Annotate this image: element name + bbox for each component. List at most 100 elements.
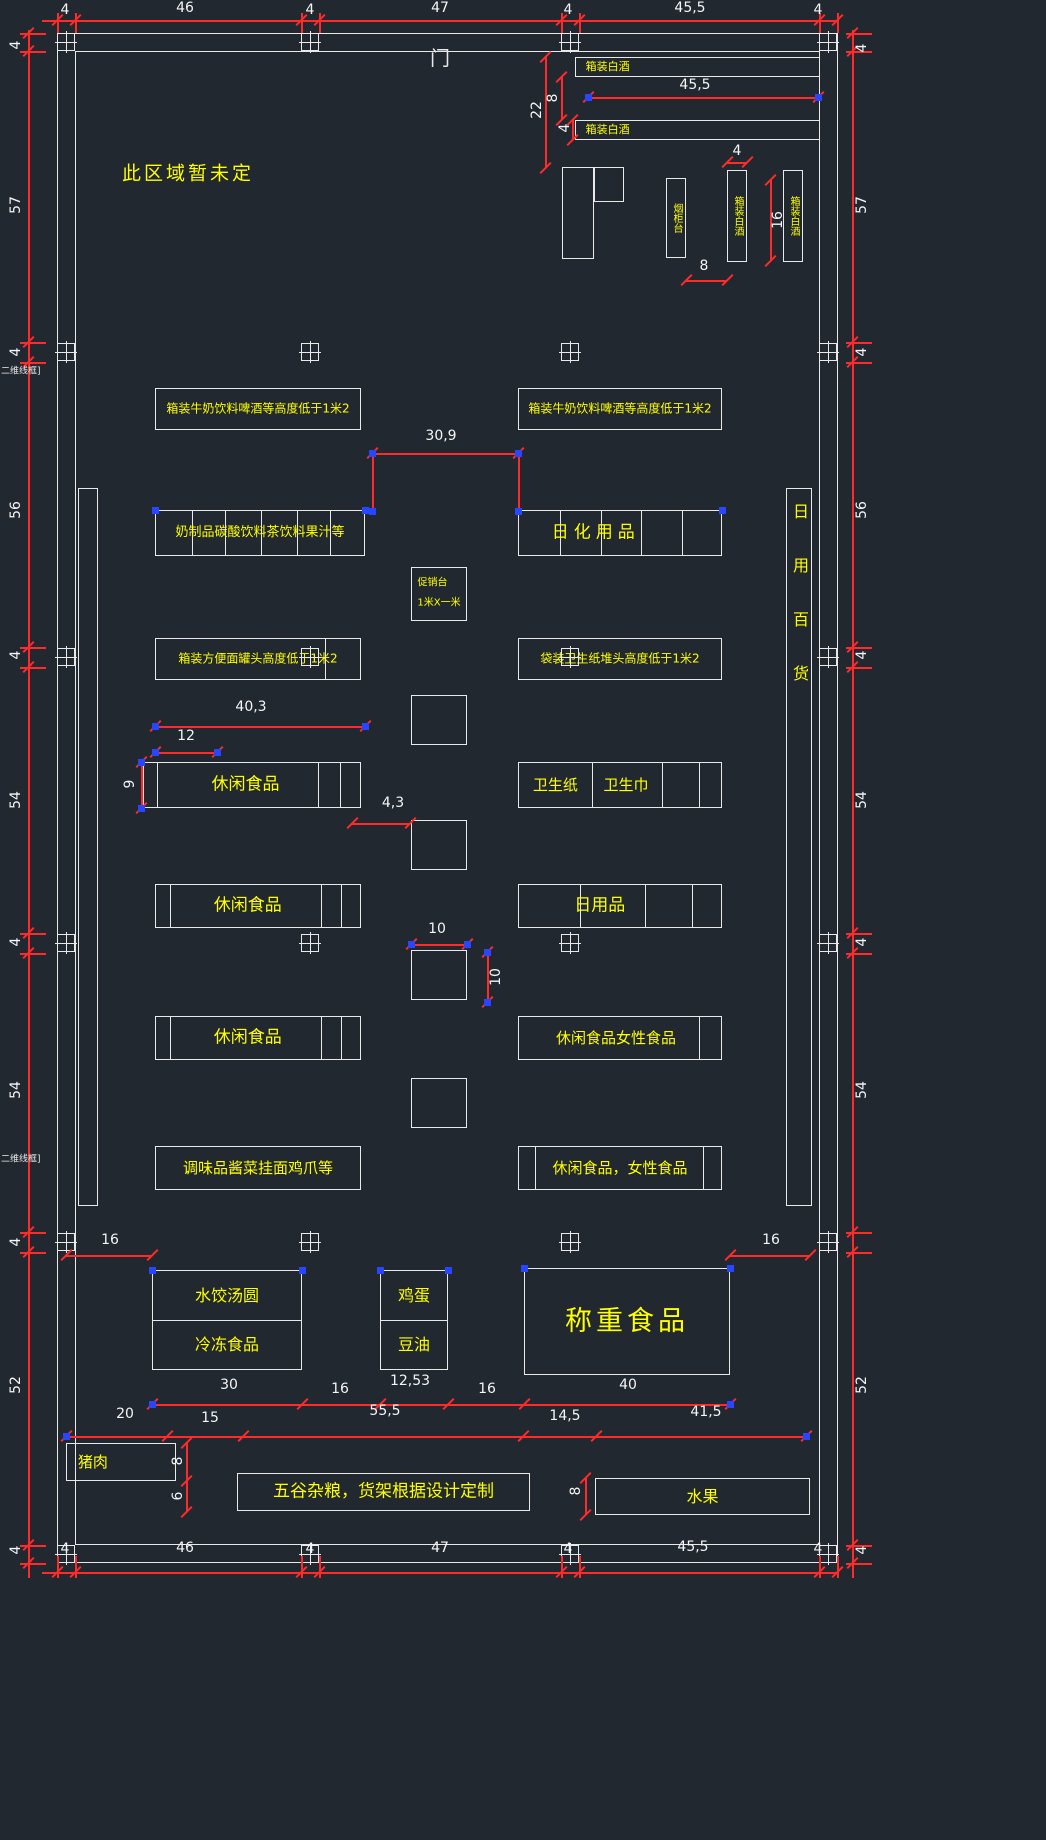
column-marker — [559, 31, 581, 53]
dimension-text: 16 — [770, 211, 786, 229]
dimension-text: 30 — [220, 1377, 238, 1393]
column-cross-line — [55, 657, 77, 658]
dimension-text: 54 — [854, 791, 870, 809]
shelf-daily-chemicals-divider — [641, 511, 642, 555]
island-table-2 — [411, 820, 467, 870]
grip-point — [138, 805, 145, 812]
egg-oil-stand-label: 鸡蛋 — [397, 1286, 431, 1306]
column-cross-line — [299, 1554, 321, 1555]
dimension-line — [20, 1252, 46, 1254]
grip-point — [63, 1433, 70, 1440]
liquor-rack-1: 箱装白酒 — [727, 170, 747, 262]
shelf-snacks-3-divider — [341, 1017, 342, 1059]
dimension-line — [727, 162, 747, 164]
freezer-dumplings-label: 水饺汤圆 — [194, 1286, 260, 1306]
column-cross-line — [559, 352, 581, 353]
dimension-line — [66, 1436, 806, 1438]
column-marker — [299, 31, 321, 53]
dimension-text: 15 — [201, 1410, 219, 1426]
egg-oil-stand-divider — [381, 1320, 447, 1321]
dimension-text: 55,5 — [369, 1403, 401, 1419]
column-cross-line — [817, 352, 839, 353]
dimension-line — [518, 453, 520, 511]
dimension-line — [20, 953, 46, 955]
shelf-snacks-2-label: 休闲食品 — [213, 895, 282, 916]
dimension-line — [319, 13, 321, 33]
dimension-line — [152, 1404, 730, 1406]
dimension-line — [20, 362, 46, 364]
dimension-text: 22 — [529, 101, 545, 119]
freezer-dumplings-divider — [153, 1320, 301, 1321]
column-cross-line — [817, 943, 839, 944]
shelf-snacks-womens-2-label: 休闲食品，女性食品 — [552, 1158, 688, 1177]
dimension-text: 47 — [431, 1540, 449, 1556]
dimension-text: 8 — [170, 1456, 186, 1466]
column-marker — [559, 341, 581, 363]
grip-point — [408, 941, 415, 948]
dimension-text: 45,5 — [677, 1539, 709, 1555]
dimension-text: 54 — [8, 1081, 24, 1099]
column-cross-line — [817, 1242, 839, 1243]
column-marker — [55, 1543, 77, 1565]
shelf-snacks-womens-2-divider — [535, 1147, 536, 1189]
shelf-dairy-drinks-divider — [192, 511, 193, 555]
dimension-line — [730, 1255, 810, 1257]
dimension-line — [57, 13, 59, 33]
shelf-snacks-3-divider — [170, 1017, 171, 1059]
dimension-line — [75, 13, 77, 33]
dimension-line — [42, 1572, 838, 1574]
shelf-daily-goods-divider — [692, 885, 693, 927]
dimension-text: 4 — [8, 40, 24, 50]
grip-point — [484, 999, 491, 1006]
shelf-boxed-milk-beer-right: 箱装牛奶饮料啤酒等高度低于1米2 — [518, 388, 722, 430]
dimension-line — [20, 1545, 46, 1547]
promo-table-label: 促销台 — [417, 577, 448, 589]
column-marker — [817, 1543, 839, 1565]
column-cross-line — [299, 943, 321, 944]
grains-custom-shelf-label: 五谷杂粮，货架根据设计定制 — [273, 1481, 494, 1502]
grip-point — [464, 941, 471, 948]
column-cross-line — [55, 42, 77, 43]
grip-point — [484, 949, 491, 956]
dimension-line — [301, 13, 303, 33]
grip-point — [369, 508, 376, 515]
dimension-text: 4 — [60, 2, 70, 18]
column-marker — [559, 1543, 581, 1565]
dimension-line — [846, 51, 872, 53]
dimension-text: 4 — [563, 2, 573, 18]
column-marker — [55, 31, 77, 53]
liquor-rack-1-label: 箱装白酒 — [732, 196, 743, 236]
wall-shelf-left — [78, 488, 98, 1206]
dimension-text: 52 — [8, 1376, 24, 1394]
shelf-daily-goods-divider — [645, 885, 646, 927]
fruit-stand-label: 水果 — [686, 1486, 719, 1506]
column-marker — [559, 1231, 581, 1253]
dimension-line — [579, 1556, 581, 1578]
dimension-line — [155, 726, 365, 728]
shelf-dairy-drinks-divider — [225, 511, 226, 555]
column-marker — [559, 932, 581, 954]
dimension-text: 14,5 — [549, 1408, 581, 1424]
column-cross-line — [55, 1554, 77, 1555]
grip-point — [719, 507, 726, 514]
dimension-line — [545, 57, 547, 168]
dimension-line — [155, 752, 217, 754]
dimension-line — [819, 1556, 821, 1578]
column-marker — [55, 341, 77, 363]
grip-point — [152, 749, 159, 756]
shelf-snacks-womens-2-divider — [703, 1147, 704, 1189]
pork-counter-label: 猪肉 — [77, 1452, 108, 1471]
dimension-text: 52 — [854, 1376, 870, 1394]
dimension-text: 4 — [557, 123, 573, 133]
dimension-text: 4 — [8, 1237, 24, 1247]
island-table-3 — [411, 950, 467, 1000]
dimension-text: 4 — [854, 650, 870, 660]
dimension-text: 57 — [854, 196, 870, 214]
shelf-snacks-3-label: 休闲食品 — [213, 1027, 282, 1048]
grip-point — [214, 749, 221, 756]
dimension-line — [846, 667, 872, 669]
dimension-line — [846, 362, 872, 364]
viewport-style-label-2: 二维线框] — [1, 1154, 41, 1165]
dimension-text: 45,5 — [679, 77, 711, 93]
